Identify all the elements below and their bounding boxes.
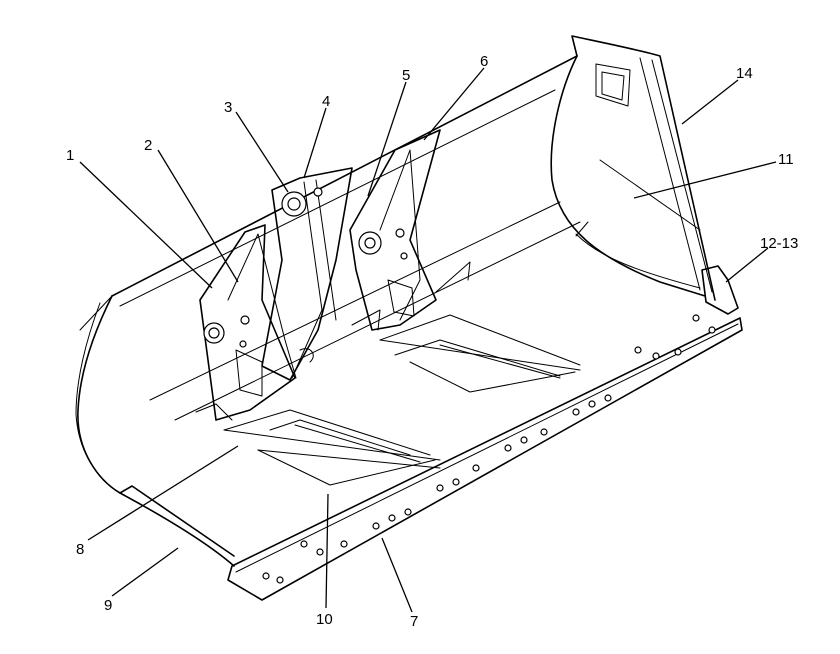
leader-7 [381,537,413,613]
callout-11: 11 [778,151,794,168]
floor-stiffeners [223,314,581,486]
callout-12-13: 12-13 [760,235,798,252]
callout-labels: 1 2 3 4 5 6 7 8 9 10 11 12-13 14 [66,53,798,630]
callout-10: 10 [316,611,333,628]
leader-4 [303,107,327,179]
callout-3: 3 [224,99,232,116]
callout-7: 7 [410,613,418,630]
leader-12-13 [725,247,769,283]
leader-6 [423,67,485,141]
leader-5 [367,81,407,197]
callout-1: 1 [66,147,74,164]
cutting-edge-bolt-holes [262,314,716,584]
center-support [261,167,353,381]
leader-8 [87,445,239,541]
leader-3 [235,111,289,193]
leader-9 [111,547,179,597]
leader-11 [633,161,777,199]
callout-2: 2 [144,137,152,154]
leader-14 [681,79,739,125]
leader-2 [157,149,239,283]
callout-14: 14 [736,65,753,82]
callout-6: 6 [480,53,488,70]
leader-lines [79,67,777,613]
right-hinge-bracket [349,129,471,331]
left-hinge-bracket [195,224,297,421]
callout-4: 4 [322,93,330,110]
callout-9: 9 [104,597,112,614]
callout-5: 5 [402,67,410,84]
leader-10 [325,493,329,609]
leader-1 [79,161,213,289]
callout-8: 8 [76,541,84,558]
